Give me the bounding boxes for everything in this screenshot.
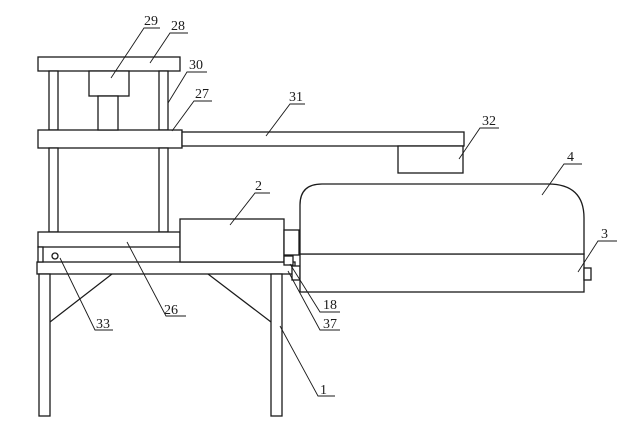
label-26: 26 <box>164 303 178 318</box>
roller-33 <box>51 252 59 260</box>
label-18: 18 <box>323 298 337 313</box>
leader-26 <box>126 241 186 317</box>
leader-29 <box>110 27 160 79</box>
lower-column-right <box>158 147 169 233</box>
upper-column-right <box>158 70 169 131</box>
tray-end-cap-right <box>583 267 592 281</box>
leader-2 <box>229 192 270 226</box>
label-1: 1 <box>320 383 327 398</box>
lower-plate <box>37 231 181 248</box>
horizontal-arm <box>181 131 465 147</box>
cylinder-assembly <box>88 70 130 131</box>
leader-18 <box>289 263 340 313</box>
table-frame <box>36 261 296 417</box>
label-2: 2 <box>255 179 262 194</box>
arm-assembly <box>181 131 465 174</box>
brace-right <box>207 273 272 323</box>
table-leg-left <box>38 273 51 417</box>
leader-4 <box>541 163 582 196</box>
leader-33 <box>59 257 113 331</box>
label-33: 33 <box>96 317 110 332</box>
label-30: 30 <box>189 58 203 73</box>
leader-1 <box>279 325 335 397</box>
label-3: 3 <box>601 227 608 242</box>
brace-left <box>49 273 113 323</box>
label-32: 32 <box>482 114 496 129</box>
middle-beam <box>37 129 183 149</box>
shaft-stub <box>283 255 294 266</box>
label-31: 31 <box>289 90 303 105</box>
cylinder-body <box>88 70 130 97</box>
leader-30 <box>167 71 207 104</box>
leader-37 <box>287 270 340 331</box>
label-37: 37 <box>323 317 337 332</box>
piston-rod <box>97 95 119 131</box>
label-4: 4 <box>567 150 574 165</box>
top-plate <box>37 56 181 72</box>
leader-32 <box>458 127 499 160</box>
tray-cover <box>299 183 585 255</box>
leader-lines <box>59 27 617 397</box>
leader-28 <box>149 32 188 64</box>
leader-27 <box>171 100 212 132</box>
reference-numerals: 29 28 30 27 31 32 4 3 2 26 33 18 37 1 <box>96 14 608 398</box>
head-block <box>397 145 464 174</box>
upper-column-left <box>48 70 59 131</box>
tray <box>299 253 585 293</box>
lower-column-left <box>48 147 59 233</box>
motor-box <box>179 218 285 263</box>
coupling-bracket <box>283 229 300 256</box>
tray-assembly <box>291 183 592 293</box>
label-28: 28 <box>171 19 185 34</box>
drive-assembly <box>179 218 300 266</box>
table-leg-right <box>270 273 283 417</box>
label-27: 27 <box>195 87 209 102</box>
leader-31 <box>265 103 305 137</box>
leader-3 <box>577 240 617 273</box>
label-29: 29 <box>144 14 158 29</box>
lower-plate-foot <box>37 246 44 263</box>
upright-frame <box>37 56 183 263</box>
table-top <box>36 261 296 275</box>
